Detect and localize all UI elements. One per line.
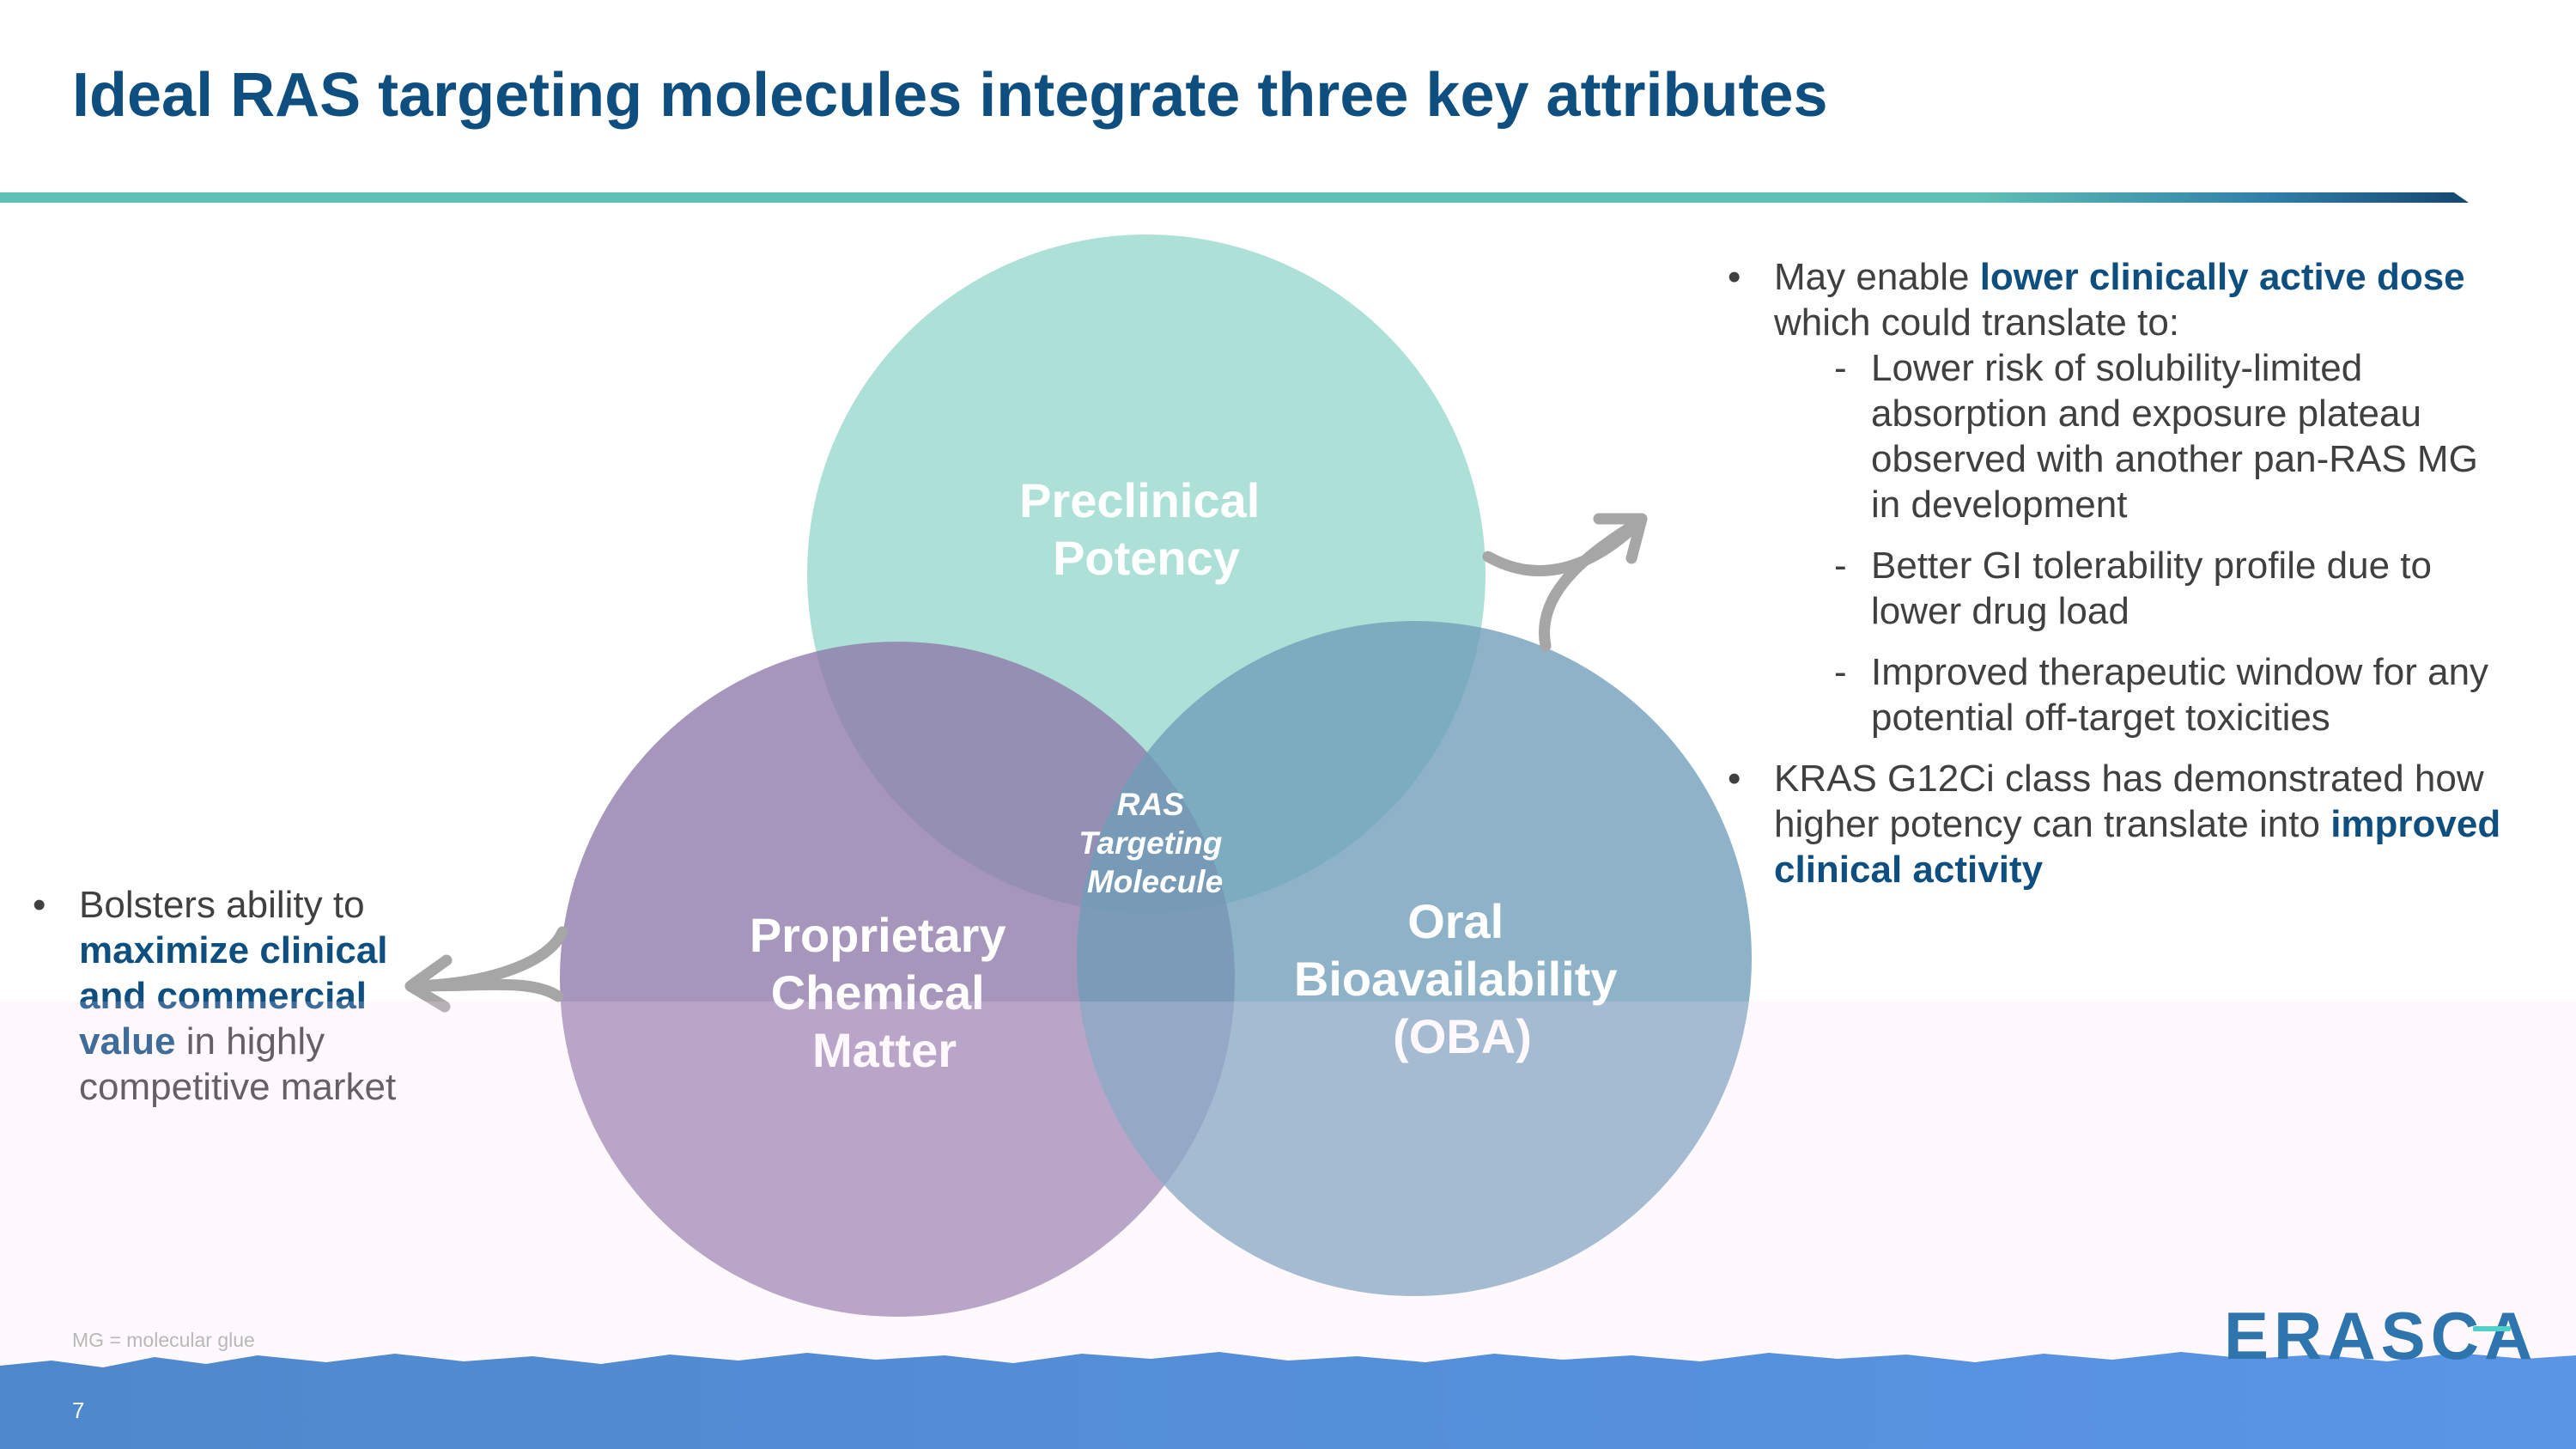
right-bullet-list: May enable lower clinically active dose … bbox=[1728, 254, 2518, 908]
chemical-label-line-3: Matter bbox=[812, 1023, 957, 1077]
center-label-line-2: Targeting bbox=[1078, 825, 1222, 861]
bullet-lower-dose-post: which could translate to: bbox=[1774, 301, 2180, 344]
chemical-label-line-1: Proprietary bbox=[750, 908, 1006, 962]
arrow-to-right-bullets-icon bbox=[1482, 513, 1648, 652]
oba-label-line-2: Bioavailability bbox=[1294, 952, 1618, 1006]
center-label-line-3: Molecule bbox=[1087, 864, 1223, 899]
title-divider bbox=[0, 192, 2469, 203]
sub-bullet-therapeutic-window: Improved therapeutic window for any pote… bbox=[1774, 649, 2518, 740]
bullet-commercial-highlight: maximize clinical and commercial value bbox=[79, 929, 388, 1062]
bullet-kras-g12ci: KRAS G12Ci class has demonstrated how hi… bbox=[1728, 756, 2518, 892]
bullet-commercial-post: in highly competitive market bbox=[79, 1020, 397, 1108]
footer-band bbox=[0, 1352, 2576, 1449]
left-bullet-list: Bolsters ability to maximize clinical an… bbox=[33, 882, 445, 1125]
page-number: 7 bbox=[72, 1397, 85, 1423]
potency-label-line-2: Potency bbox=[1053, 531, 1240, 585]
svg-text:Preclinical Potency: Preclinical Potency bbox=[1019, 473, 1273, 585]
potency-label-line-1: Preclinical bbox=[1019, 473, 1260, 527]
logo-accent-icon bbox=[2473, 1326, 2511, 1331]
bullet-lower-dose: May enable lower clinically active dose … bbox=[1728, 254, 2518, 740]
sub-bullet-gi-tolerability: Better GI tolerability profile due to lo… bbox=[1774, 543, 2518, 634]
bullet-lower-dose-pre: May enable bbox=[1774, 256, 1980, 298]
bullet-commercial-value: Bolsters ability to maximize clinical an… bbox=[33, 882, 445, 1110]
venn-circle-proprietary-chemical-matter bbox=[560, 642, 1235, 1317]
sub-bullet-solubility: Lower risk of solubility-limited absorpt… bbox=[1774, 345, 2518, 527]
oba-label-line-1: Oral bbox=[1407, 894, 1504, 948]
footnote: MG = molecular glue bbox=[72, 1329, 255, 1351]
bullet-kras-highlight: improved clinical activity bbox=[1774, 803, 2501, 891]
bullet-kras-pre: KRAS G12Ci class has demonstrated how hi… bbox=[1774, 758, 2484, 845]
svg-text:RAS Targeting Molecule: RAS Targeting Molecule bbox=[1078, 787, 1230, 899]
svg-text:Oral Bioavailability (: Oral Bioavailability (OBA) bbox=[1294, 894, 1631, 1063]
bullet-commercial-pre: Bolsters ability to bbox=[79, 884, 365, 926]
svg-text:Proprietary Chemical M: Proprietary Chemical Matter bbox=[750, 908, 1019, 1077]
center-label-line-1: RAS bbox=[1117, 787, 1184, 822]
venn-circle-oral-bioavailability bbox=[1077, 621, 1752, 1296]
erasca-logo: ERASCA bbox=[2224, 1298, 2538, 1373]
slide-title: Ideal RAS targeting molecules integrate … bbox=[72, 61, 1828, 130]
bullet-lower-dose-highlight: lower clinically active dose bbox=[1979, 256, 2465, 298]
chemical-label-line-2: Chemical bbox=[771, 965, 985, 1020]
oba-label-line-3: (OBA) bbox=[1393, 1009, 1532, 1063]
